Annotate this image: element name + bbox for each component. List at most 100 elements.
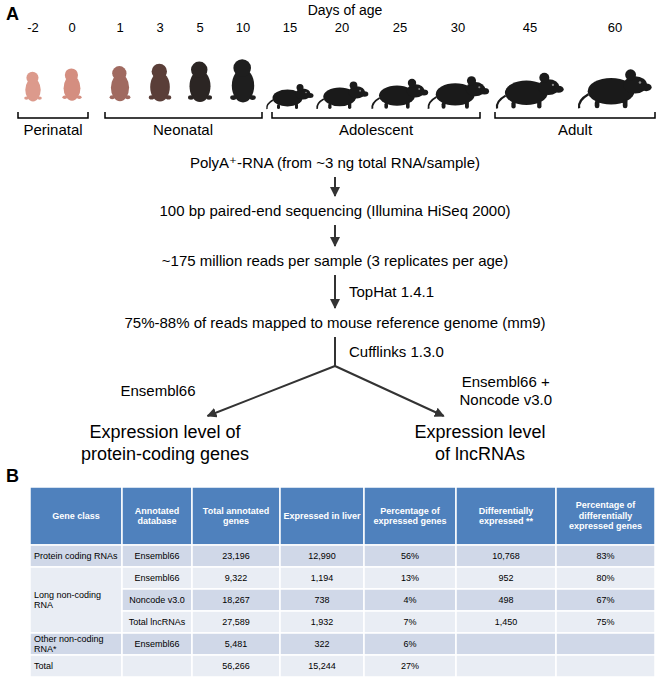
table-cell-bg (122, 487, 192, 545)
table-cell: 13% (364, 567, 456, 589)
table-cell-bg (456, 567, 556, 589)
table-cell-bg (364, 487, 456, 545)
table-cell: Long non-coding RNA (30, 567, 122, 633)
step-text: 75%-88% of reads mapped to mouse referen… (124, 314, 545, 332)
table-cell-bg (556, 567, 655, 589)
flow-arrow (334, 225, 336, 246)
table-cell-bg (456, 655, 556, 677)
flow-arrow (208, 337, 336, 416)
table-cell-bg (30, 487, 122, 545)
age-number: 1 (116, 20, 123, 36)
table-cell: 952 (456, 567, 556, 589)
table-cell: 18,267 (192, 589, 280, 611)
table-cell-bg (364, 611, 456, 633)
flow-step: Expression level of protein-coding genes (65, 420, 265, 467)
flow-step: ~175 million reads per sample (3 replica… (158, 250, 512, 272)
table-cell-bg (30, 633, 122, 655)
table-cell: 75% (556, 611, 655, 633)
table-cell: 80% (556, 567, 655, 589)
age-number: 5 (196, 20, 203, 36)
table-cell: 9,322 (192, 567, 280, 589)
table-cell: Other non-coding RNA* (30, 633, 122, 655)
mouse-figure (267, 84, 314, 109)
table-cell-bg (556, 633, 655, 655)
age-number: -2 (27, 20, 39, 36)
table-cell-bg (456, 633, 556, 655)
age-number: 15 (283, 20, 297, 36)
stage-label: Adult (558, 121, 592, 139)
age-number: 0 (68, 20, 75, 36)
table-cell-bg (456, 611, 556, 633)
table-cell: 7% (364, 611, 456, 633)
table-cell-bg (456, 545, 556, 567)
table-cell-bg (192, 567, 280, 589)
table-cell-bg (364, 545, 456, 567)
table-cell-bg (364, 589, 456, 611)
table-cell: 56% (364, 545, 456, 567)
table-cell-bg (280, 545, 364, 567)
stage-label: Adolescent (339, 121, 413, 139)
table-cell: 738 (280, 589, 364, 611)
table-cell-bg (192, 545, 280, 567)
table-cell: Ensembl66 (122, 545, 192, 567)
table-cell: 1,450 (456, 611, 556, 633)
table-cell: Annotated database (122, 487, 192, 545)
table-cell: 1,932 (280, 611, 364, 633)
mouse-figure (372, 79, 428, 109)
age-bracket (272, 112, 480, 118)
table-cell: 12,990 (280, 545, 364, 567)
mouse-figure (149, 64, 171, 102)
edge-label: Ensembl66 (118, 382, 197, 400)
table-cell-bg (364, 633, 456, 655)
table-cell: Noncode v3.0 (122, 589, 192, 611)
age-number: 45 (523, 20, 537, 36)
table-cell: Total (30, 655, 122, 677)
age-number: 60 (608, 20, 622, 36)
mouse-figure (110, 66, 131, 101)
table-cell: 23,196 (192, 545, 280, 567)
table-cell-bg (30, 545, 122, 567)
table-cell-bg (122, 633, 192, 655)
table-cell-bg (556, 655, 655, 677)
table-cell-bg (280, 611, 364, 633)
mouse-figure (317, 81, 368, 109)
panel-letter: B (6, 466, 19, 488)
table-cell-bg (192, 589, 280, 611)
table-cell: Protein coding RNAs (30, 545, 122, 567)
table-cell: Ensembl66 (122, 567, 192, 589)
table-cell-bg (556, 611, 655, 633)
flow-arrow (334, 177, 336, 196)
table-cell: Percentage of expressed genes (364, 487, 456, 545)
table-cell-bg (280, 567, 364, 589)
table-cell-bg (280, 589, 364, 611)
table-cell-bg (122, 611, 192, 633)
step-text: PolyA⁺-RNA (from ~3 ng total RNA/sample) (190, 154, 480, 172)
age-number: 10 (236, 20, 250, 36)
table-cell-bg (192, 611, 280, 633)
table-grid (30, 487, 655, 677)
age-number: 20 (335, 20, 349, 36)
table-cell: 27% (364, 655, 456, 677)
table-cell: 56,266 (192, 655, 280, 677)
table-cell-bg (280, 633, 364, 655)
tool-label: Cufflinks 1.3.0 (347, 343, 446, 361)
mouse-figure (188, 62, 212, 103)
edge-label: TopHat 1.4.1 (347, 283, 436, 301)
age-bracket (18, 112, 88, 118)
age-bracket (105, 112, 262, 118)
table-cell: 67% (556, 589, 655, 611)
flow-arrow (334, 275, 336, 308)
table-cell: 6% (364, 633, 456, 655)
table-cell: Differentially expressed ** (456, 487, 556, 545)
age-number: 30 (451, 20, 465, 36)
mouse-figure (62, 68, 81, 100)
table-cell-bg (556, 545, 655, 567)
table-cell-bg (456, 487, 556, 545)
edge-label: Ensembl66 + Noncode v3.0 (454, 373, 558, 409)
table-cell-bg (30, 655, 122, 677)
mouse-figure (24, 72, 42, 102)
flow-step: PolyA⁺-RNA (from ~3 ng total RNA/sample) (186, 152, 484, 174)
